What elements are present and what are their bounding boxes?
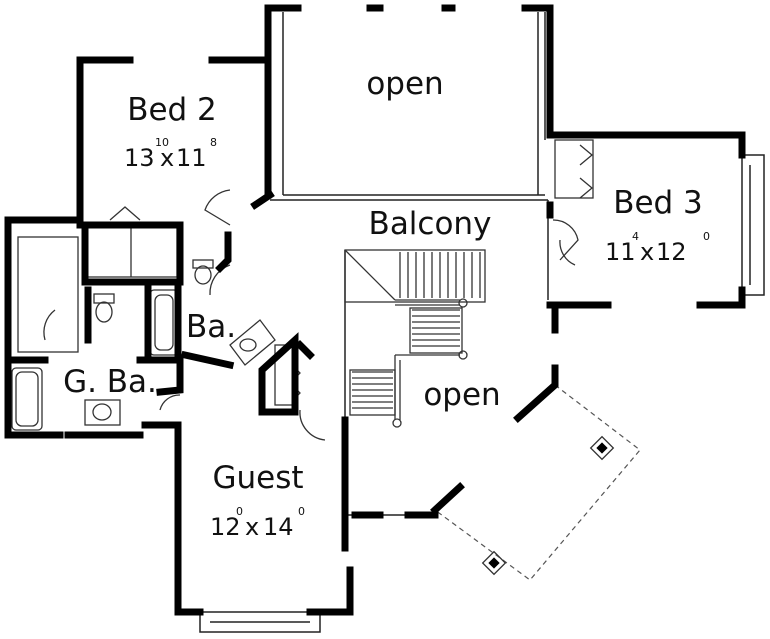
bed3-label: Bed 3 <box>613 185 703 221</box>
bed2-length-in: 8 <box>210 136 217 149</box>
guest-length-in: 0 <box>298 505 305 518</box>
guest-width-in: 0 <box>236 505 243 518</box>
bed3-dimension-sep: x <box>640 238 654 266</box>
bed3-width-in: 4 <box>632 230 639 243</box>
open-stair-label: open <box>423 377 500 413</box>
bed3-length-in: 0 <box>703 230 710 243</box>
guest-label: Guest <box>212 460 303 496</box>
balcony-label: Balcony <box>369 206 492 242</box>
bed3-dimensions: 11 4 x 12 0 <box>605 230 710 266</box>
bed3-length-ft: 12 <box>656 238 687 266</box>
bath-label: Ba. <box>186 309 236 345</box>
bed2-label: Bed 2 <box>127 92 217 128</box>
bed2-dimensions: 13 10 x 11 8 <box>124 136 217 172</box>
guest-dimension-sep: x <box>245 513 259 541</box>
bed2-dimension-sep: x <box>160 144 174 172</box>
fixtures <box>11 139 594 431</box>
exterior-walls <box>4 4 746 616</box>
bed3-width-ft: 11 <box>605 238 636 266</box>
bed2-width-ft: 13 <box>124 144 155 172</box>
guest-width-ft: 12 <box>210 513 241 541</box>
guest-length-ft: 14 <box>263 513 294 541</box>
bed2-width-in: 10 <box>155 136 169 149</box>
open-top-label: open <box>366 66 443 102</box>
staircase <box>344 249 486 428</box>
porch-outline <box>434 384 641 581</box>
guest-dimensions: 12 0 x 14 0 <box>210 505 305 541</box>
bed2-length-ft: 11 <box>176 144 207 172</box>
guest-bath-label: G. Ba. <box>63 364 157 400</box>
door-swings <box>43 189 579 441</box>
